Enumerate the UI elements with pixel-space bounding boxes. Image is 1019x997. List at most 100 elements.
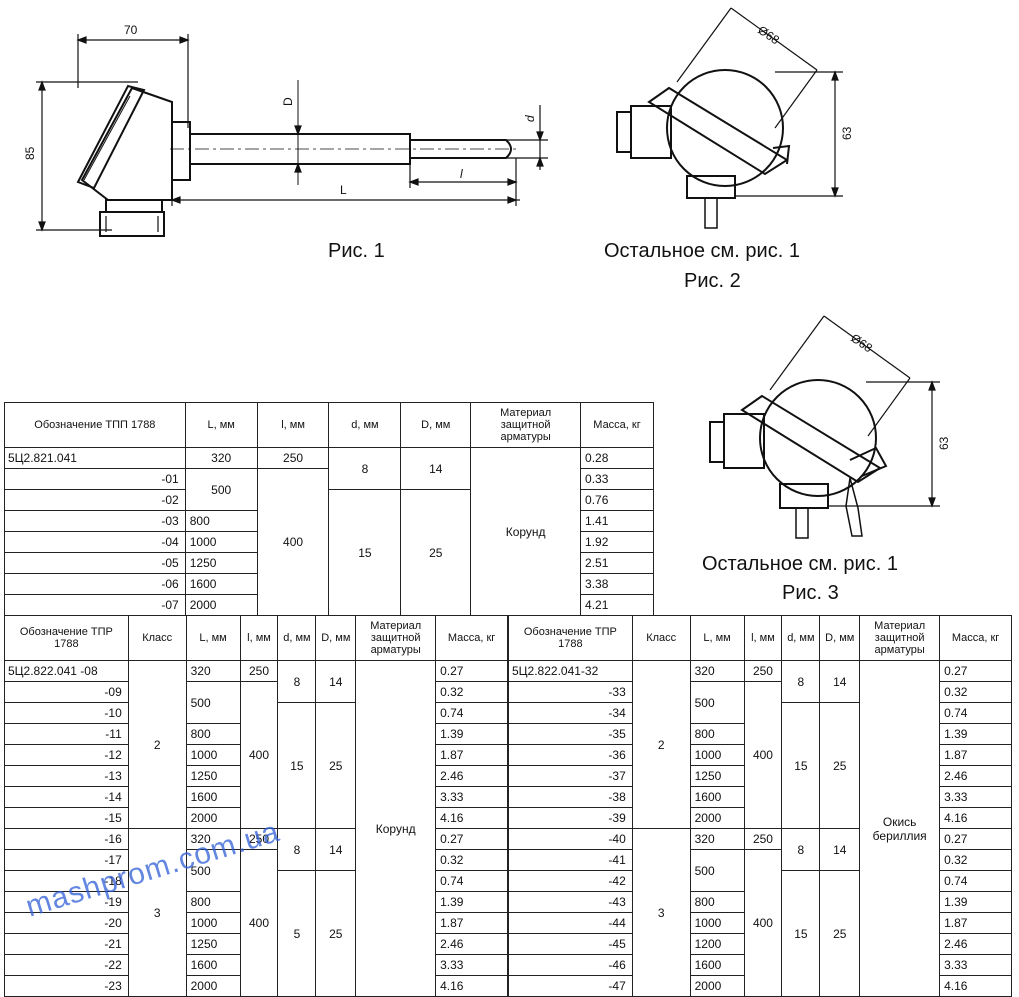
tpr-mass: 0.27	[939, 828, 1012, 850]
tpr-designation: -09	[4, 681, 129, 703]
tpr-designation: -13	[4, 765, 129, 787]
tpp-D: 25	[400, 489, 472, 616]
tpp-D: 14	[400, 447, 472, 490]
tpp-designation: -07	[4, 594, 186, 616]
tpr-designation: -43	[508, 891, 633, 913]
tpr-L: 800	[185, 891, 241, 913]
tpr-L: 500	[689, 681, 745, 724]
tpr-left-header-material: Материал защитной арматуры	[355, 615, 437, 661]
tpr-mass: 4.16	[939, 807, 1012, 829]
tpr-L: 2000	[689, 807, 745, 829]
tpr-d: 8	[277, 828, 317, 871]
tpr-mass: 2.46	[939, 933, 1012, 955]
fig3-dia-label: Ø68	[848, 331, 875, 355]
tpr-mass: 4.16	[435, 807, 508, 829]
tpr-designation: -22	[4, 954, 129, 976]
tpp-mass: 1.41	[580, 510, 654, 532]
tpr-designation: -15	[4, 807, 129, 829]
tpr-d: 8	[781, 828, 821, 871]
tpr-right-header-material: Материал защитной арматуры	[859, 615, 941, 661]
tpp-designation: -01	[4, 468, 186, 490]
table-row: -09 500 400 0.32	[4, 681, 508, 829]
tpr-mass: 0.27	[435, 660, 508, 682]
tpr-L: 1250	[689, 765, 745, 787]
tpr-mass: 2.46	[939, 765, 1012, 787]
tpr-designation: -12	[4, 744, 129, 766]
tpr-L: 1000	[185, 912, 241, 934]
table-row: -46 1600 3.33	[508, 954, 1012, 976]
table-tpr-1788-right: Обозначение ТПР 1788 Класс L, мм l, мм d…	[508, 615, 1012, 997]
tpr-mass: 2.46	[435, 933, 508, 955]
tpr-L: 800	[185, 723, 241, 745]
tpp-mass: 0.28	[580, 447, 654, 469]
tpr-L: 1000	[185, 744, 241, 766]
tpr-class: 2	[127, 660, 187, 829]
tpp-material: Корунд	[470, 447, 582, 616]
tpr-mass: 2.46	[435, 765, 508, 787]
figure-1-drawing: 70 85 D L l d	[23, 23, 548, 237]
tpr-d: 5	[277, 870, 317, 997]
tpr-left-header-l: l, мм	[239, 615, 279, 661]
tpr-designation: -45	[508, 933, 633, 955]
tpr-designation: -34	[508, 702, 633, 724]
table-row: -33 500 400 0.32	[508, 681, 1012, 829]
tpr-L: 1600	[185, 786, 241, 808]
table-row: -41 500 400 0.32	[508, 849, 1012, 997]
tpr-right-header-l: l, мм	[743, 615, 783, 661]
tpp-L: 2000	[184, 594, 258, 616]
tpr-L: 1600	[689, 786, 745, 808]
tpp-l: 400	[256, 468, 330, 616]
dim-width-label: 70	[124, 23, 138, 37]
tpr-designation: -37	[508, 765, 633, 787]
tpp-d: 15	[328, 489, 402, 616]
table-row: -39 2000 4.16	[508, 807, 1012, 829]
dim-l-label: l	[460, 167, 463, 181]
tpp-L: 500	[184, 468, 258, 511]
tpr-material: Корунд	[355, 660, 437, 997]
tpr-designation: -19	[4, 891, 129, 913]
tpp-header-l: l, мм	[256, 402, 330, 448]
table-row: -04 1000 1.92	[4, 531, 654, 553]
table-row: -37 1250 2.46	[508, 765, 1012, 787]
tpr-designation: -46	[508, 954, 633, 976]
tpr-designation: -21	[4, 933, 129, 955]
tpp-mass: 2.51	[580, 552, 654, 574]
tpr-mass: 1.87	[939, 912, 1012, 934]
tpr-right-header-d: d, мм	[781, 615, 821, 661]
tpr-mass: 0.32	[435, 849, 508, 871]
tpr-L: 1000	[689, 744, 745, 766]
figure-2-caption: Рис. 2	[684, 270, 741, 292]
table-tpp-1788: Обозначение ТПП 1788 L, мм l, мм d, мм D…	[4, 402, 654, 616]
table-row: -05 1250 2.51	[4, 552, 654, 574]
tpr-designation: -42	[508, 870, 633, 892]
tpp-L: 1600	[184, 573, 258, 595]
tpr-l: 250	[743, 828, 783, 850]
tpr-l: 250	[743, 660, 783, 682]
tpr-L: 320	[689, 828, 745, 850]
tpr-designation: -33	[508, 681, 633, 703]
tpr-designation: -10	[4, 702, 129, 724]
tpr-D: 25	[315, 702, 357, 829]
tpp-header-d: d, мм	[328, 402, 402, 448]
tpr-mass: 0.32	[939, 849, 1012, 871]
table-row: -38 1600 3.33	[508, 786, 1012, 808]
tpr-mass: 0.74	[939, 870, 1012, 892]
tpr-designation: -40	[508, 828, 633, 850]
fig2-dia-label: Ø68	[755, 23, 782, 47]
tpr-L: 1250	[185, 933, 241, 955]
tpr-mass: 0.27	[435, 828, 508, 850]
tpr-D: 25	[819, 870, 861, 997]
tpr-right-header-designation: Обозначение ТПР 1788	[508, 615, 633, 661]
tpp-mass: 4.21	[580, 594, 654, 616]
tpr-l: 250	[239, 660, 279, 682]
table-row: 5Ц2.821.041 320 250 8 14 Корунд 0.28	[4, 447, 654, 616]
tpr-designation: -47	[508, 975, 633, 997]
tpr-mass: 0.74	[435, 870, 508, 892]
table-row: 5Ц2.822.041 -08 2 320 250 8 14 Корунд 0.…	[4, 660, 508, 997]
tpr-mass: 1.39	[435, 891, 508, 913]
tpp-L: 320	[184, 447, 258, 469]
table-row: -42 15 25 0.74	[508, 870, 1012, 997]
tpr-mass: 4.16	[939, 975, 1012, 997]
tpr-D: 14	[819, 660, 861, 703]
tpr-D: 14	[315, 660, 357, 703]
